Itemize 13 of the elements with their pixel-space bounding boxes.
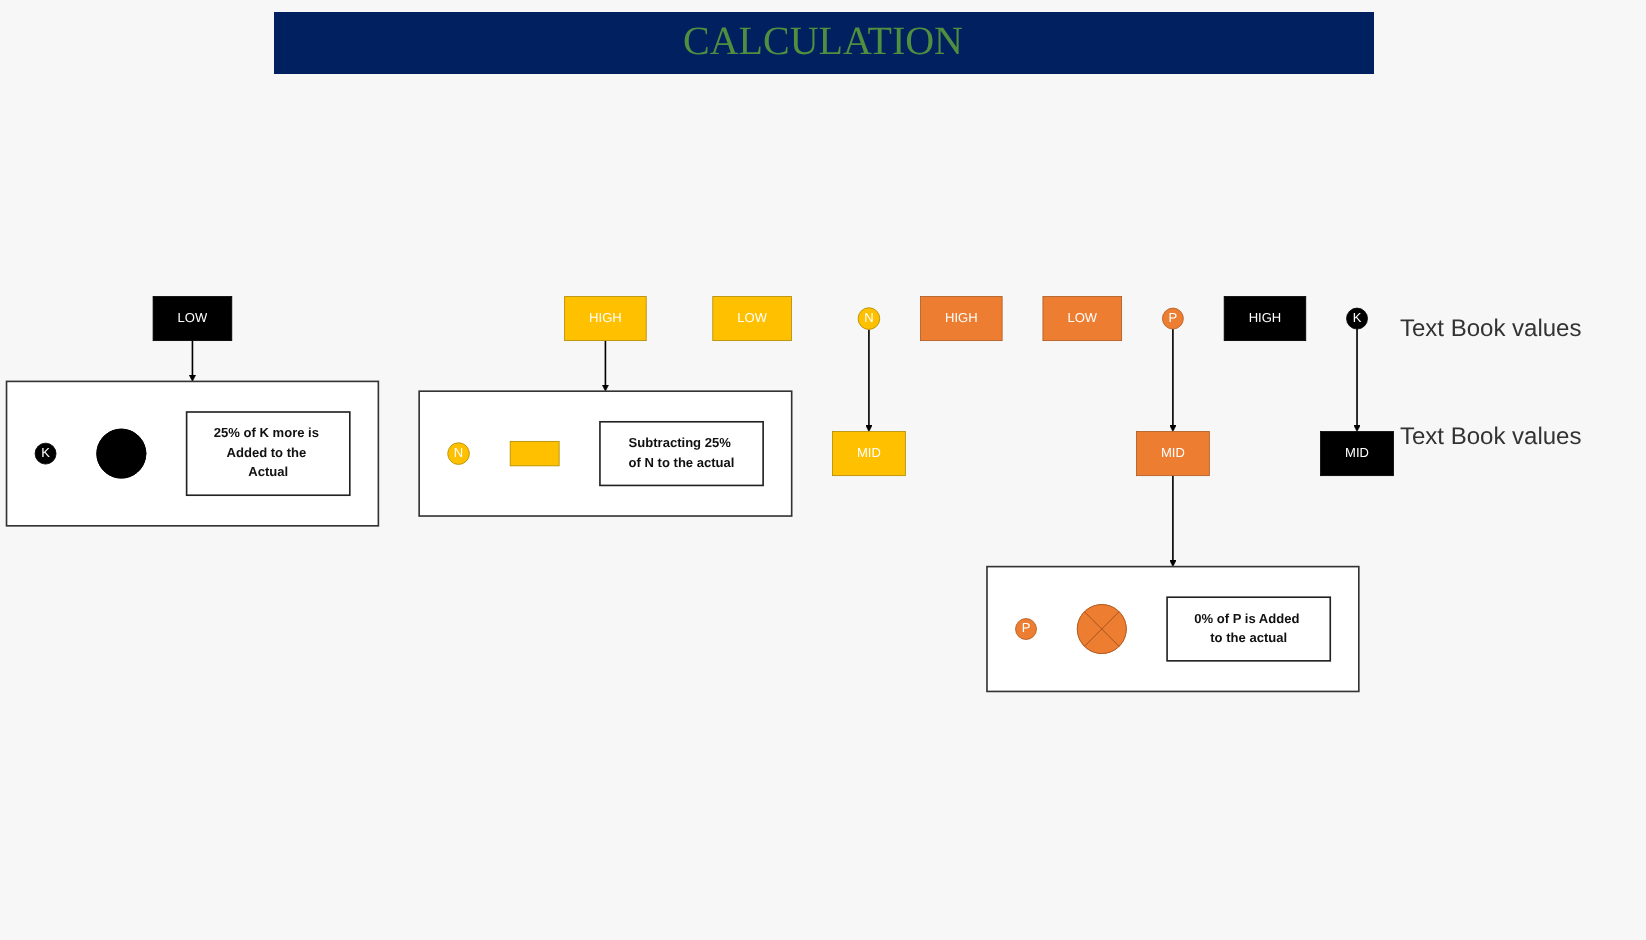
arrow (1169, 328, 1177, 432)
title-banner: CALCULATION (273, 12, 1373, 74)
arrow (601, 339, 609, 392)
arrow (865, 328, 873, 432)
arrow (1169, 474, 1177, 567)
cluster (986, 565, 1360, 693)
note-text: Text Book values (1400, 314, 1584, 342)
note-text: Text Book values (1400, 422, 1584, 450)
cluster (418, 390, 793, 517)
node-bar (509, 440, 560, 467)
arrow (188, 339, 197, 382)
arrow (1353, 328, 1361, 432)
cluster (5, 380, 380, 527)
